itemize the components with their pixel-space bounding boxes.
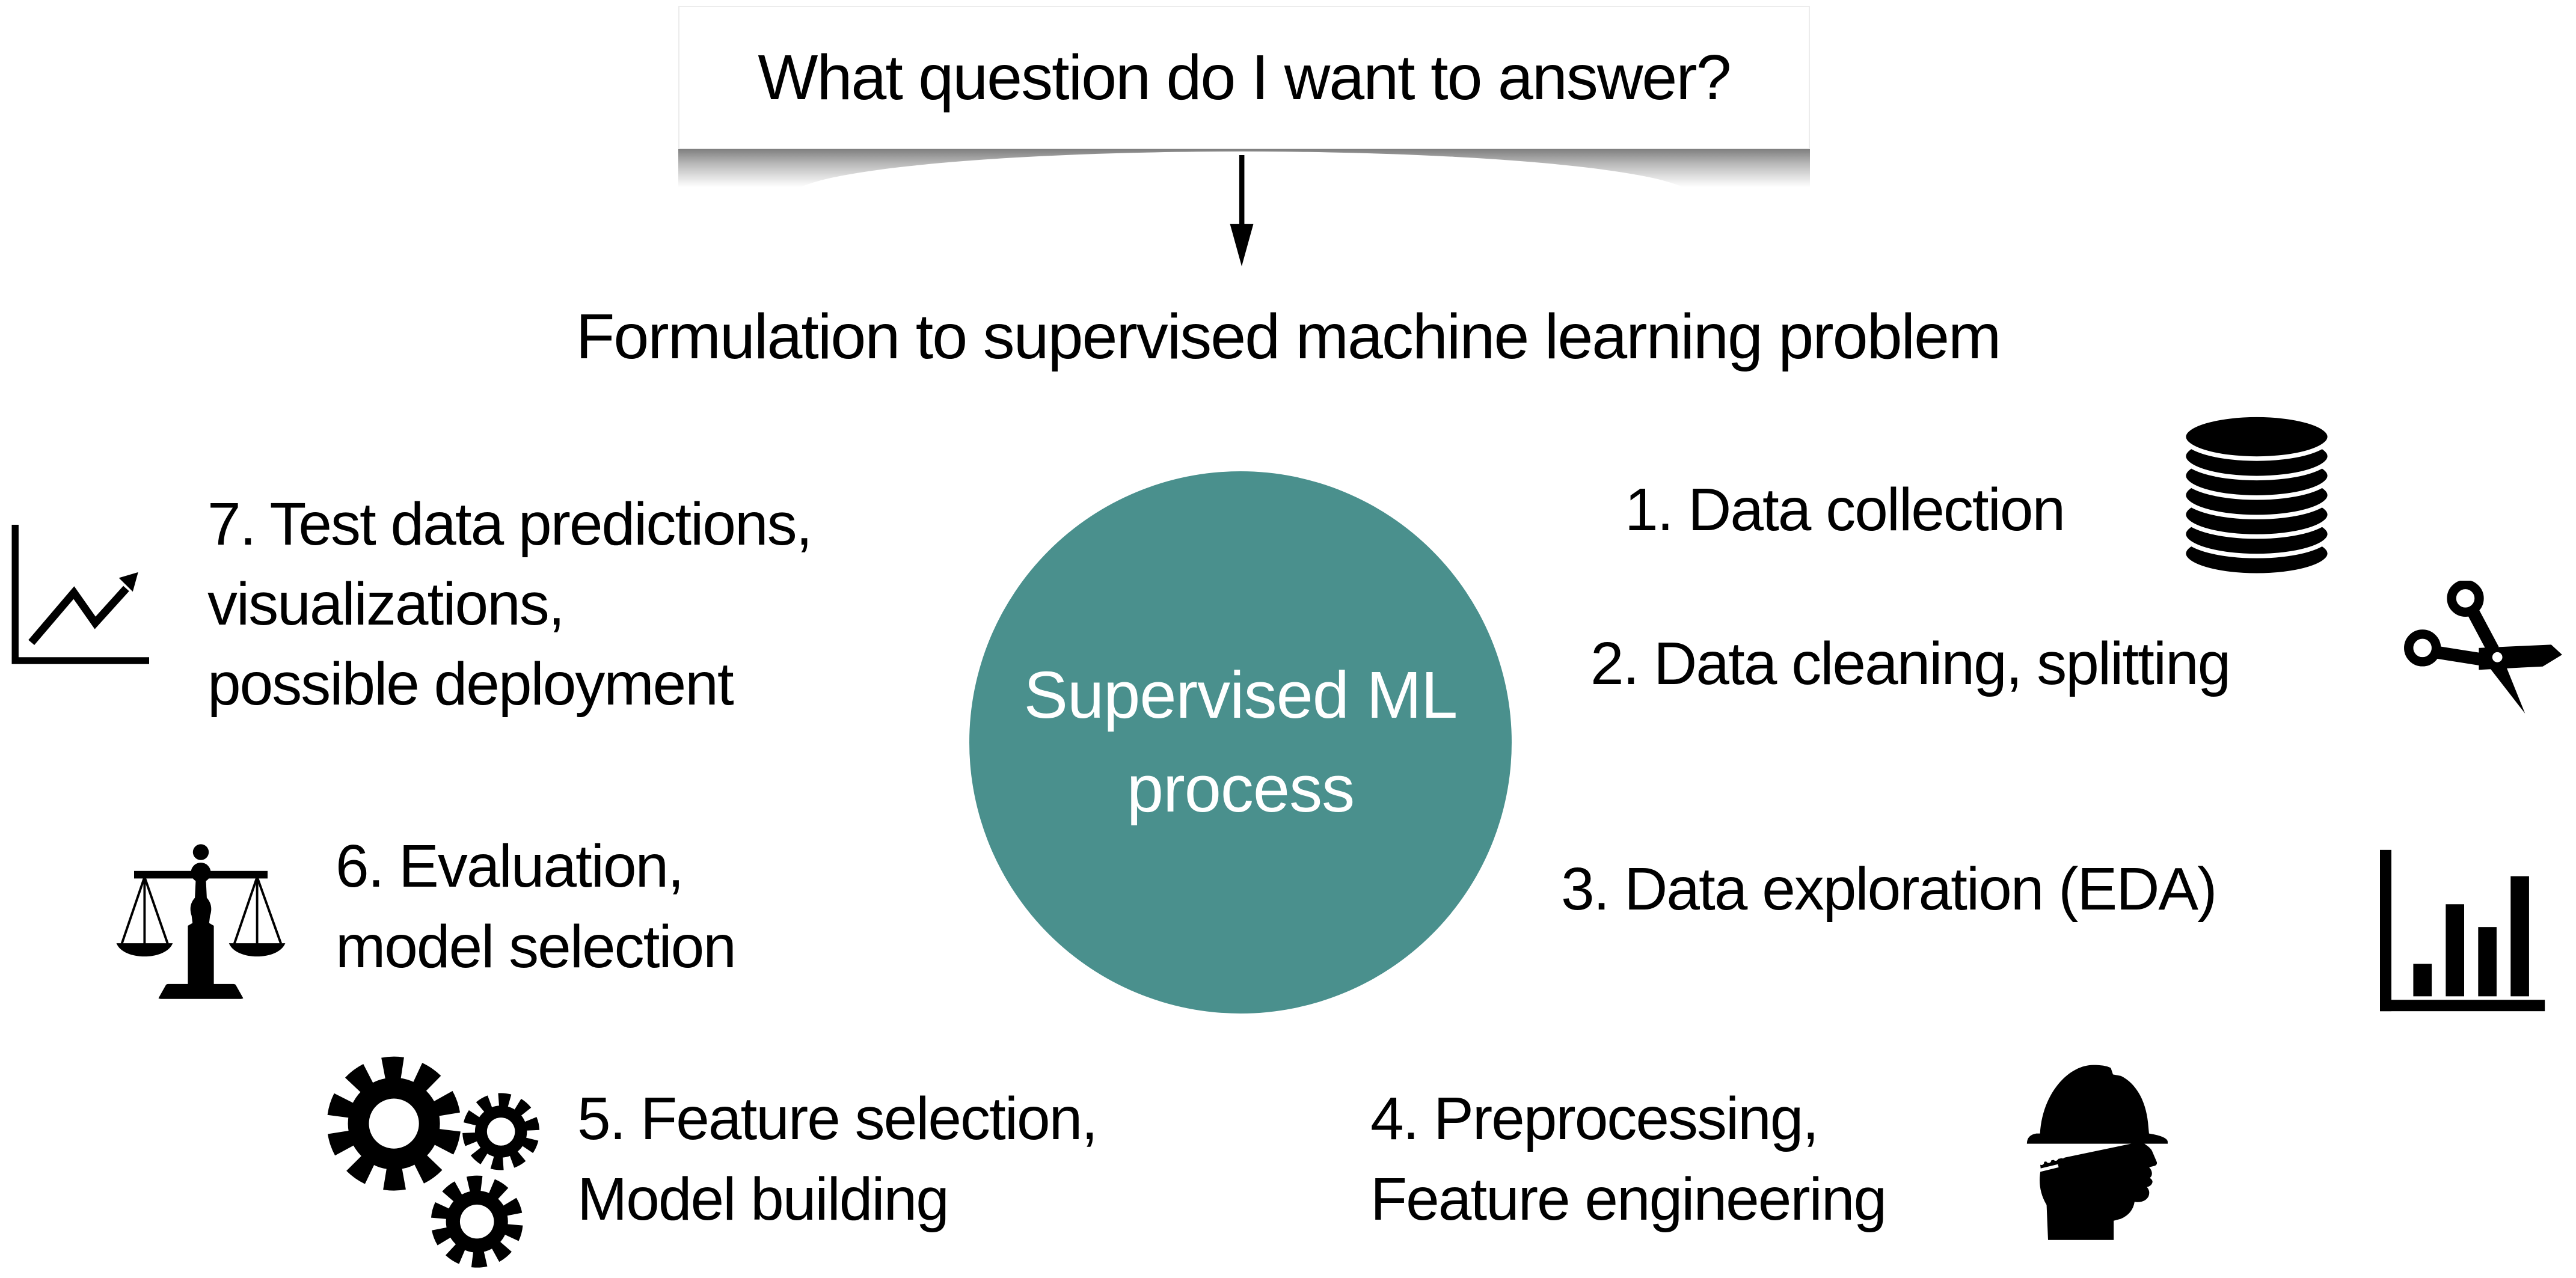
database-icon — [2176, 408, 2338, 579]
step-label-6: 6. Evaluation, model selection — [336, 833, 737, 980]
gears-icon — [326, 1056, 540, 1270]
bar-chart-icon — [2376, 846, 2552, 1015]
down-arrow-icon — [1219, 155, 1264, 266]
question-box: What question do I want to answer? — [678, 6, 1810, 149]
center-circle: Supervised ML process — [969, 471, 1512, 1014]
step-label-4: 4. Preprocessing, Feature engineering — [1370, 1085, 1887, 1233]
balance-scale-icon — [114, 843, 295, 1000]
engineer-hard-hat-icon — [2025, 1063, 2171, 1241]
line-chart-icon — [6, 516, 170, 679]
question-box-label: What question do I want to answer? — [758, 41, 1731, 113]
step-label-1: 1. Data collection — [1625, 476, 2065, 543]
formulation-label: Formulation to supervised machine learni… — [575, 301, 2002, 372]
step-label-7: 7. Test data predictions, visualizations… — [207, 491, 812, 718]
step-label-3: 3. Data exploration (EDA) — [1561, 855, 2217, 923]
scissors-icon — [2398, 581, 2566, 739]
step-label-5: 5. Feature selection, Model building — [577, 1085, 1098, 1233]
step-label-2: 2. Data cleaning, splitting — [1590, 630, 2231, 697]
